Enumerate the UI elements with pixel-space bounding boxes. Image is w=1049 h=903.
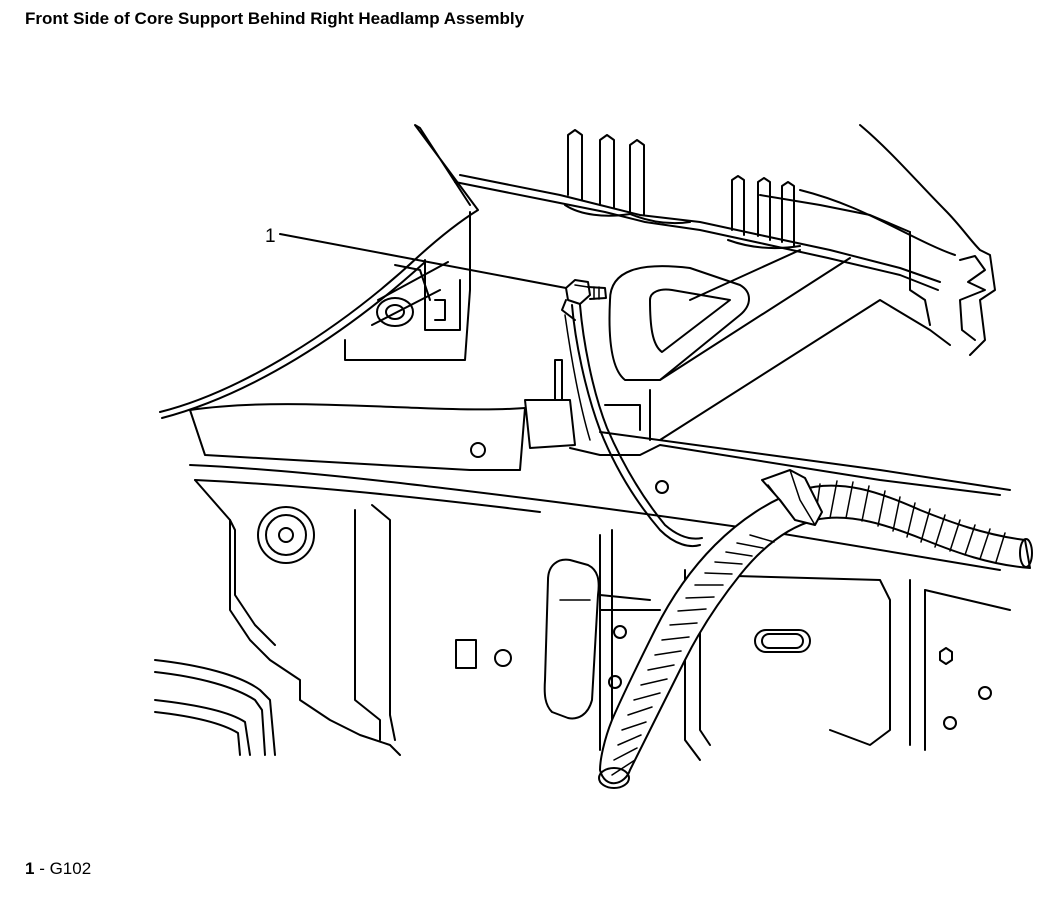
wiring-harness	[598, 480, 1033, 789]
ground-stud-g102	[561, 279, 607, 321]
vertical-member-center	[599, 529, 613, 751]
legend-number: 1	[25, 859, 35, 878]
callout-leader-1	[279, 233, 567, 289]
lower-panel	[189, 464, 1001, 571]
adjuster-knob	[376, 297, 414, 327]
legend-label: G102	[49, 859, 92, 878]
round-boss	[257, 506, 315, 564]
rail-tabs-left	[567, 129, 645, 216]
legend-separator: -	[34, 859, 50, 878]
callout-number-1: 1	[265, 226, 276, 247]
air-deflector	[608, 265, 750, 381]
middle-bar	[189, 403, 526, 411]
vertical-member-left	[354, 504, 396, 741]
slot-bump	[543, 558, 600, 720]
upper-support-rail	[459, 174, 941, 283]
diagonal-beam	[659, 257, 951, 441]
oval-slot	[754, 629, 811, 653]
headlamp-inner-edge	[161, 261, 426, 419]
square-hole	[455, 639, 477, 669]
upper-right-panel	[859, 124, 996, 356]
legend-entry: 1 - G102	[25, 859, 91, 879]
round-hole	[494, 649, 512, 667]
ground-wire	[571, 304, 701, 548]
lower-left-frame	[154, 659, 276, 756]
headlamp-bracket	[344, 211, 471, 361]
rail-tabs-right	[731, 175, 795, 247]
diagram-title: Front Side of Core Support Behind Right …	[25, 9, 525, 28]
headlamp-outline	[159, 124, 479, 413]
